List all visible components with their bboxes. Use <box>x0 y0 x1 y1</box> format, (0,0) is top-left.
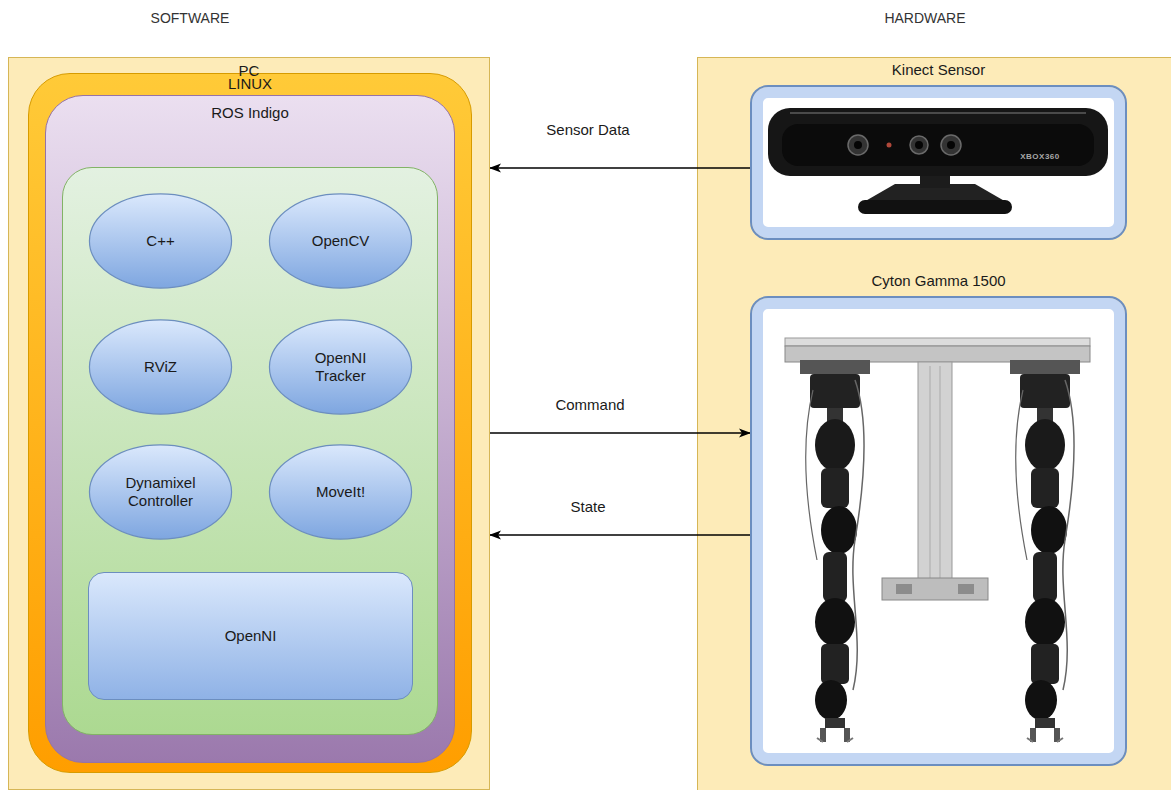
kinect-lens <box>915 141 923 149</box>
package-ellipse: Dynamixel Controller <box>88 443 233 541</box>
sensor-box: Kinect Sensor <box>750 85 1127 240</box>
kinect-lens <box>941 135 961 155</box>
kinect-lens <box>947 141 955 149</box>
kinect-foot <box>858 200 1012 214</box>
os-layer: LINUX ROS IndigoC++ OpenCV RViZ OpenNI Track… <box>28 73 472 773</box>
base-foot <box>896 584 912 594</box>
left-arm <box>800 360 870 742</box>
base-foot <box>958 584 974 594</box>
node-label: MoveIt! <box>316 483 365 501</box>
photo-ground <box>760 306 1117 756</box>
edge-label: State <box>567 498 608 516</box>
node-title: Kinect Sensor <box>752 61 1125 79</box>
package-ellipse: C++ <box>88 192 233 290</box>
ellipse-shape <box>269 320 411 414</box>
beam <box>785 346 1090 362</box>
node-label: RViZ <box>144 358 177 376</box>
kinect-neck <box>920 172 950 188</box>
library-box: OpenNI <box>88 572 413 700</box>
kinect-front <box>782 124 1094 166</box>
edge-label: Sensor Data <box>543 121 632 139</box>
signal-arrow <box>490 432 750 433</box>
section-heading: SOFTWARE <box>151 9 230 27</box>
node-title: LINUX <box>29 74 471 93</box>
beam-top <box>785 338 1090 346</box>
node-title: Cyton Gamma 1500 <box>752 272 1125 290</box>
package-ellipse: RViZ <box>88 318 233 416</box>
kinect-body <box>768 108 1108 176</box>
signal-arrow <box>490 534 750 535</box>
right-arm <box>1010 360 1080 742</box>
signal-arrow <box>490 167 750 168</box>
node-label: Dynamixel Controller <box>113 474 209 510</box>
kinect-led <box>887 143 892 148</box>
kinect-lens <box>848 135 868 155</box>
ellipse-shape <box>269 194 411 288</box>
ellipse-shape <box>89 445 231 539</box>
pc-panel: PCLINUXROS IndigoC++OpenCVRViZOpenNI Tra… <box>8 57 490 790</box>
kinect-stand <box>862 184 1008 203</box>
hardware-panel <box>697 57 1171 790</box>
kinect-highlight <box>790 112 1086 114</box>
kinect-lens <box>854 141 862 149</box>
section-heading: HARDWARE <box>884 9 965 27</box>
package-ellipse: OpenNI Tracker <box>268 318 413 416</box>
ellipse-shape <box>89 194 231 288</box>
edge-label: Command <box>552 396 627 414</box>
node-label: OpenCV <box>312 232 370 250</box>
logo-text: XBOX360 <box>1020 152 1060 162</box>
node-label: OpenNI Tracker <box>293 349 389 385</box>
ellipse-shape <box>269 445 411 539</box>
post-groove <box>930 366 931 580</box>
node-label: OpenNI <box>225 627 277 645</box>
post <box>918 362 952 584</box>
photo-ground <box>760 95 1117 230</box>
kinect-lens <box>910 136 928 154</box>
ellipse-shape <box>89 320 231 414</box>
package-ellipse: MoveIt! <box>268 443 413 541</box>
node-title: ROS Indigo <box>46 96 454 122</box>
post-groove <box>940 366 941 580</box>
framework-layer: ROS IndigoC++ OpenCV RViZ OpenNI TrackerDyn… <box>45 95 455 763</box>
robot-box: Cyton Gamma 1500 <box>750 296 1127 766</box>
package-ellipse: OpenCV <box>268 192 413 290</box>
node-label: C++ <box>146 232 174 250</box>
base-plate <box>882 578 988 600</box>
